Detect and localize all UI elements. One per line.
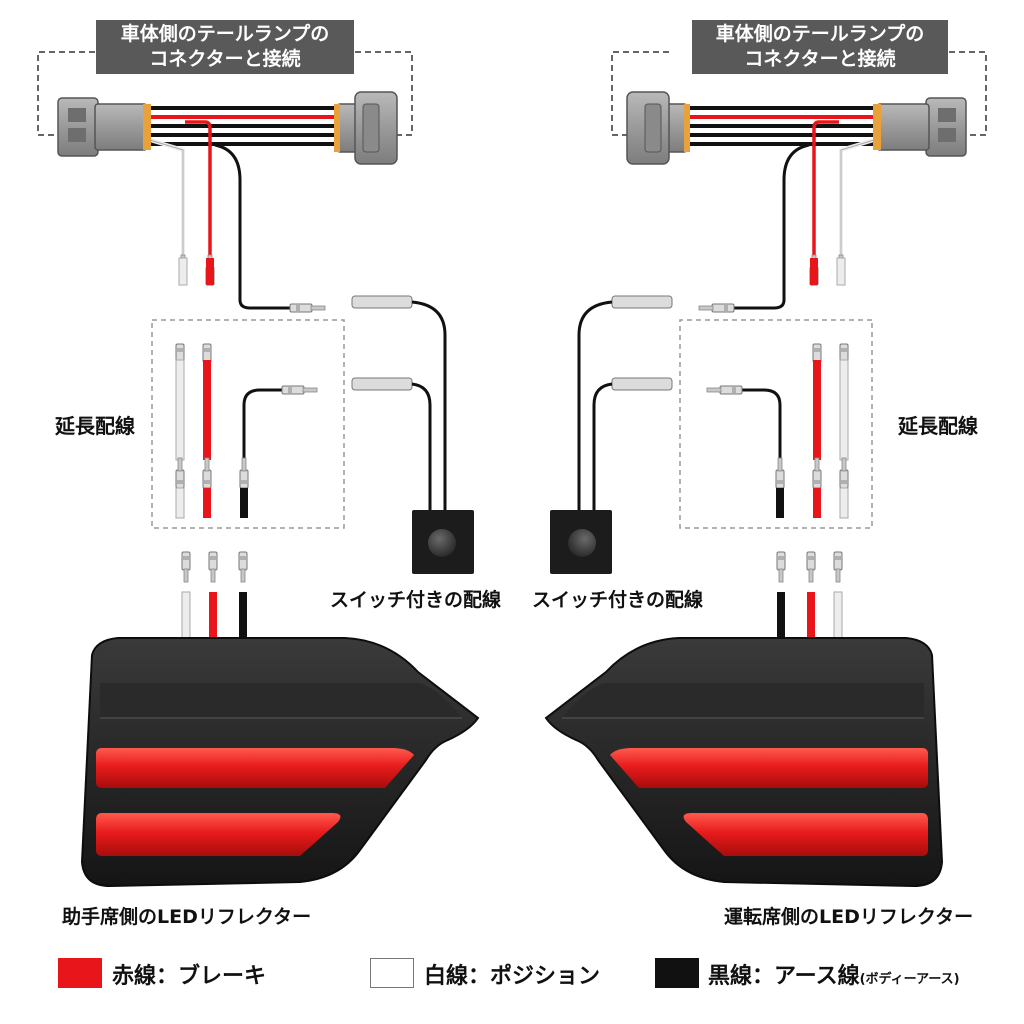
left-reflector-terminals [181,551,248,641]
left-header-line2: コネクターと接続 [149,48,301,70]
legend-red-swatch [58,958,102,988]
left-vehicle-connector-b [334,91,398,165]
left-switch-label: スイッチ付きの配線 [330,589,502,611]
right-reflector-label: 運転席側のLEDリフレクター [724,906,974,928]
left-connector-bracket [37,51,95,136]
left-extension-wires [175,343,318,519]
left-connector-header: 車体側のテールランプの コネクターと接続 [96,20,354,74]
right-switch-label: スイッチ付きの配線 [532,589,704,611]
left-assembly [37,51,480,888]
legend-black-note: (ボディーアース) [859,972,960,987]
legend-black-swatch [655,958,699,988]
left-vehicle-connector-a [57,97,151,157]
left-extension-box [151,319,345,529]
left-led-reflector [80,637,480,888]
legend-black-entry: 黒線：アース線(ボディーアース) [708,958,960,990]
left-extension-label: 延長配線 [55,414,135,438]
right-connector-header: 車体側のテールランプの コネクターと接続 [692,20,948,74]
left-header-line1: 車体側のテールランプの [120,23,330,45]
right-extension-label: 延長配線 [898,414,978,438]
left-switch-button [428,529,456,557]
legend-white-label: 白線：ポジション [424,964,601,989]
left-harness-wires [148,106,340,146]
right-header-line2: コネクターと接続 [744,48,896,70]
right-assembly [544,51,987,888]
legend-white-swatch [370,958,414,988]
left-switch-wiring [351,295,474,574]
left-reflector-label: 助手席側のLEDリフレクター [62,906,312,928]
legend-black-label: 黒線：アース線 [708,964,860,989]
legend-red-label: 赤線：ブレーキ [112,964,267,989]
right-header-line1: 車体側のテールランプの [715,23,925,45]
